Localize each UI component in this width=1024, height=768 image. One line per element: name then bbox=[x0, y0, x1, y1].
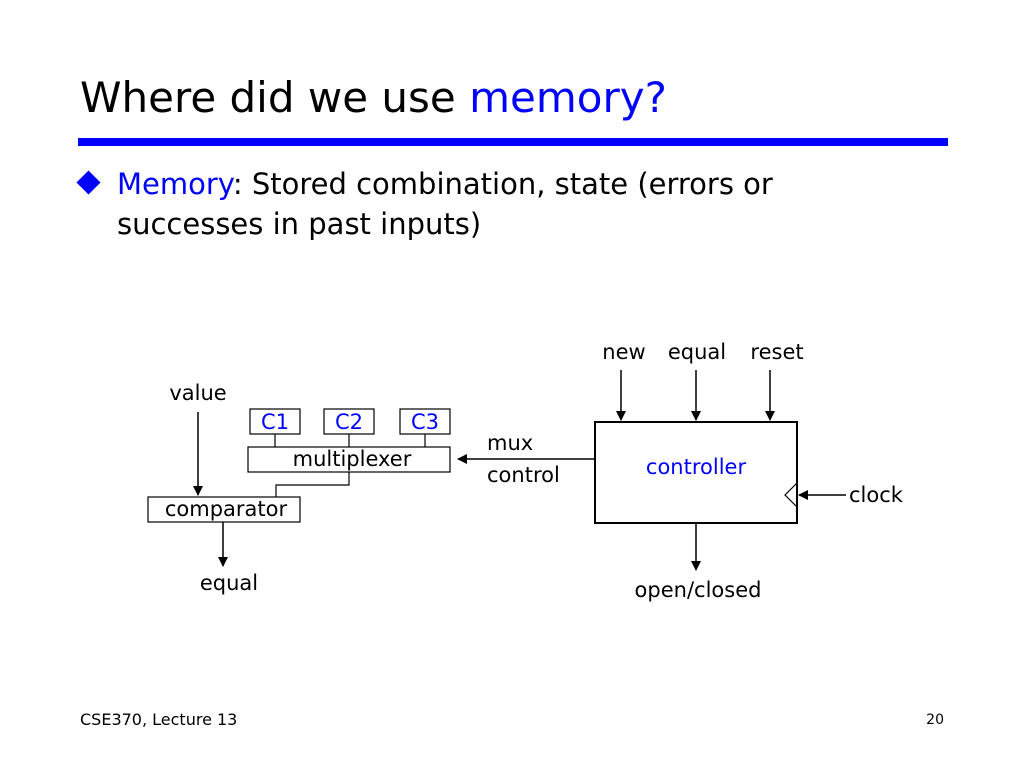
comparator-label: comparator bbox=[165, 497, 288, 521]
title-underline bbox=[78, 138, 948, 146]
multiplexer-label: multiplexer bbox=[293, 447, 412, 471]
footer-course: CSE370, Lecture 13 bbox=[80, 710, 238, 729]
bullet-text: Memory: Stored combination, state (error… bbox=[117, 164, 837, 244]
bullet-term: Memory bbox=[117, 167, 233, 201]
clock-label: clock bbox=[849, 483, 904, 507]
value-label: value bbox=[169, 381, 226, 405]
equal-input-label: equal bbox=[668, 340, 726, 364]
title-highlight: memory? bbox=[469, 73, 667, 122]
mux-label-line1: mux bbox=[487, 431, 533, 455]
open-closed-label: open/closed bbox=[635, 578, 762, 602]
mux-label-line2: control bbox=[487, 463, 560, 487]
c2-label: C2 bbox=[335, 410, 363, 434]
c3-label: C3 bbox=[411, 410, 439, 434]
c1-label: C1 bbox=[261, 410, 289, 434]
footer-page-number: 20 bbox=[926, 712, 944, 728]
new-input-label: new bbox=[602, 340, 645, 364]
equal-output-label: equal bbox=[200, 571, 258, 595]
comparator-box bbox=[147, 496, 301, 523]
mux-to-comparator-wire bbox=[275, 472, 350, 497]
title-prefix: Where did we use bbox=[80, 73, 470, 122]
slide-title: Where did we use memory? bbox=[80, 72, 667, 124]
reset-input-label: reset bbox=[750, 340, 803, 364]
controller-label: controller bbox=[646, 455, 747, 479]
bullet-definition: : Stored combination, state (errors or s… bbox=[117, 167, 773, 241]
clock-triangle-icon bbox=[784, 482, 798, 508]
